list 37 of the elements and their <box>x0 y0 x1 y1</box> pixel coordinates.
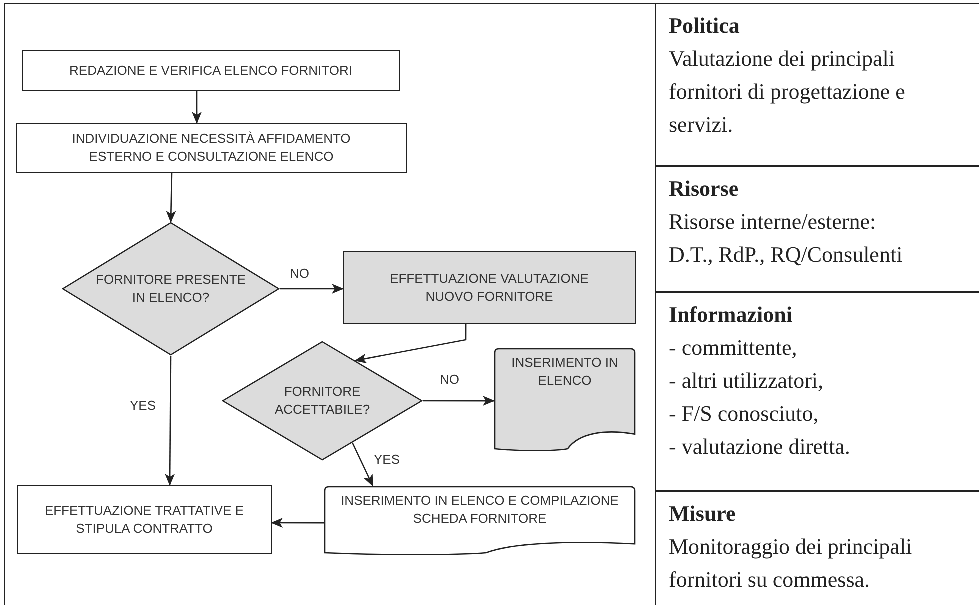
section-text: Monitoraggio dei principali fornitori su commessa. <box>669 533 914 594</box>
info-panel <box>655 292 979 491</box>
node-label: INDIVIDUAZIONE NECESSITÀ AFFIDAMENTO ESTERNO E CONSULTAZIONE ELENCO <box>71 130 352 166</box>
arrow <box>423 396 495 406</box>
process-box <box>17 485 272 554</box>
document-shape <box>324 486 636 556</box>
arrow <box>280 284 344 294</box>
process-box <box>16 123 407 173</box>
arrow <box>352 442 374 487</box>
node-label: FORNITORE PRESENTE IN ELENCO? <box>96 271 246 307</box>
arrow <box>165 356 176 486</box>
node-label: EFFETTUAZIONE VALUTAZIONE NUOVO FORNITORE <box>389 270 590 306</box>
process-box <box>343 251 636 324</box>
node-label: REDAZIONE E VERIFICA ELENCO FORNITORI <box>70 62 352 80</box>
arrow <box>192 91 202 124</box>
section-heading: Politica <box>669 12 741 40</box>
section-heading: Informazioni <box>669 301 794 329</box>
node-label: EFFETTUAZIONE TRATTATIVE E STIPULA CONTRATTO <box>44 502 246 538</box>
list-item: - F/S conosciuto, <box>669 400 820 428</box>
list-item: - altri utilizzatori, <box>669 367 825 395</box>
list-item: - committente, <box>669 334 798 362</box>
section-heading: Risorse <box>669 175 740 203</box>
info-panel <box>655 166 979 292</box>
section-heading: Misure <box>669 500 737 528</box>
arrow <box>354 324 467 364</box>
node-label: FORNITORE ACCETTABILE? <box>274 383 372 419</box>
arrow <box>166 172 176 223</box>
decision-diamond <box>62 222 280 356</box>
node-label: INSERIMENTO IN ELENCO E COMPILAZIONE SCHEDA FORNITORE <box>340 492 620 528</box>
node-label: INSERIMENTO IN ELENCO <box>510 354 620 390</box>
info-panel <box>655 3 979 166</box>
document-shape <box>494 348 636 452</box>
section-text: Valutazione dei principali fornitori di progettazione e servizi. <box>669 45 906 139</box>
process-box <box>22 50 400 91</box>
list-item: - valutazione diretta. <box>669 433 852 461</box>
arrow <box>271 518 324 528</box>
section-text: Risorse interne/esterne: D.T., RdP., RQ/Consulenti <box>669 208 904 269</box>
